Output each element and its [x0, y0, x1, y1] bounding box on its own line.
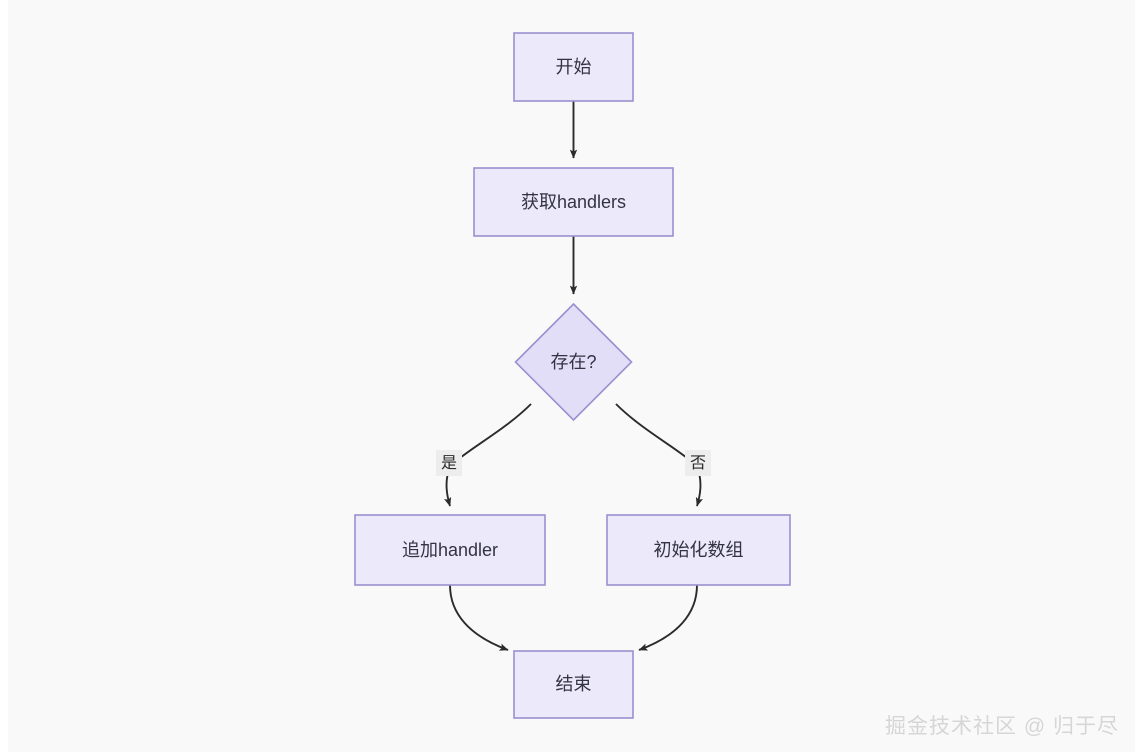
node-get-handlers-label: 获取handlers [521, 192, 626, 212]
nodes-layer: 开始 获取handlers 存在? 追加handler 初始化数组 结束 [354, 32, 791, 719]
node-init-array-shape[interactable] [606, 514, 791, 586]
edge-label-no-bg [685, 450, 711, 476]
node-append-handler-label: 追加handler [402, 540, 498, 560]
node-init-array[interactable]: 初始化数组 [606, 514, 791, 586]
node-exists-decision-label: 存在? [550, 352, 596, 372]
edge-label-no: 否 [685, 450, 711, 476]
node-init-array-label: 初始化数组 [654, 540, 744, 560]
edge-append-to-end [449, 584, 509, 651]
edge-labels-layer: 是 否 [436, 450, 711, 476]
node-start-shape[interactable] [513, 32, 634, 102]
node-start-label: 开始 [556, 57, 592, 77]
node-end[interactable]: 结束 [513, 650, 634, 719]
edge-label-no-text: 否 [690, 455, 706, 472]
node-exists-decision[interactable]: 存在? [514, 302, 633, 422]
edge-init-to-end [638, 584, 698, 651]
node-get-handlers[interactable]: 获取handlers [473, 167, 674, 237]
node-get-handlers-shape[interactable] [473, 167, 674, 237]
node-end-label: 结束 [556, 674, 592, 694]
edge-label-yes-text: 是 [441, 455, 457, 472]
node-append-handler-shape[interactable] [354, 514, 546, 586]
node-append-handler[interactable]: 追加handler [354, 514, 546, 586]
node-end-shape[interactable] [513, 650, 634, 719]
edge-label-yes-bg [436, 450, 462, 476]
watermark: 掘金技术社区 @ 归于尽 [885, 715, 1119, 738]
node-exists-decision-shape[interactable] [514, 302, 633, 422]
node-start[interactable]: 开始 [513, 32, 634, 102]
edge-label-yes: 是 [436, 450, 462, 476]
